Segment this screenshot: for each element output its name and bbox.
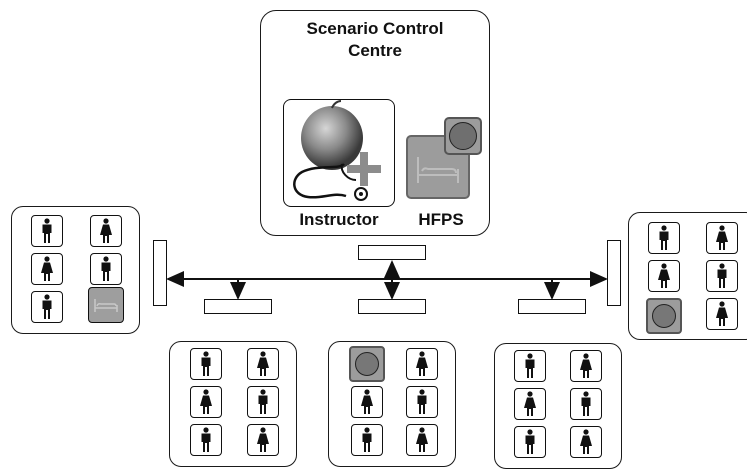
- female-person-icon: [247, 348, 279, 380]
- female-person-icon: [706, 298, 738, 330]
- male-person-icon: [706, 260, 738, 292]
- control-centre-title-line2: Centre: [348, 41, 402, 60]
- female-person-icon: [190, 386, 222, 418]
- male-person-icon: [190, 424, 222, 456]
- female-person-icon: [351, 386, 383, 418]
- connector-right-vertical: [607, 240, 621, 306]
- female-person-icon: [706, 222, 738, 254]
- simulator-icon: [349, 346, 385, 382]
- apple-stethoscope-icon: [293, 100, 381, 201]
- male-person-icon: [570, 388, 602, 420]
- connector-bottom-left: [204, 299, 272, 314]
- male-person-icon: [514, 426, 546, 458]
- male-person-icon: [190, 348, 222, 380]
- control-centre-title-line1: Scenario Control: [306, 19, 444, 38]
- male-person-icon: [648, 222, 680, 254]
- female-person-icon: [31, 253, 63, 285]
- female-person-icon: [406, 348, 438, 380]
- male-person-icon: [31, 215, 63, 247]
- female-person-icon: [514, 388, 546, 420]
- male-person-icon: [247, 386, 279, 418]
- female-person-icon: [406, 424, 438, 456]
- female-person-icon: [90, 215, 122, 247]
- male-person-icon: [514, 350, 546, 382]
- instructor-panel: [283, 99, 395, 207]
- simulator-icon: [646, 298, 682, 334]
- hfps-label: HFPS: [418, 210, 464, 229]
- female-person-icon: [570, 350, 602, 382]
- scenario-control-centre: Scenario Control Centre Instructor: [260, 10, 490, 236]
- hfps-bed-icon: [406, 135, 470, 199]
- female-person-icon: [247, 424, 279, 456]
- female-person-icon: [570, 426, 602, 458]
- hfps-simulator-icon: [444, 117, 482, 155]
- male-person-icon: [31, 291, 63, 323]
- connector-top: [358, 245, 426, 260]
- connector-bottom-right: [518, 299, 586, 314]
- female-person-icon: [648, 260, 680, 292]
- instructor-label: Instructor: [299, 210, 379, 229]
- connector-bottom-center: [358, 299, 426, 314]
- male-person-icon: [351, 424, 383, 456]
- male-person-icon: [90, 253, 122, 285]
- male-person-icon: [406, 386, 438, 418]
- bed-icon: [88, 287, 124, 323]
- connector-left-vertical: [153, 240, 167, 306]
